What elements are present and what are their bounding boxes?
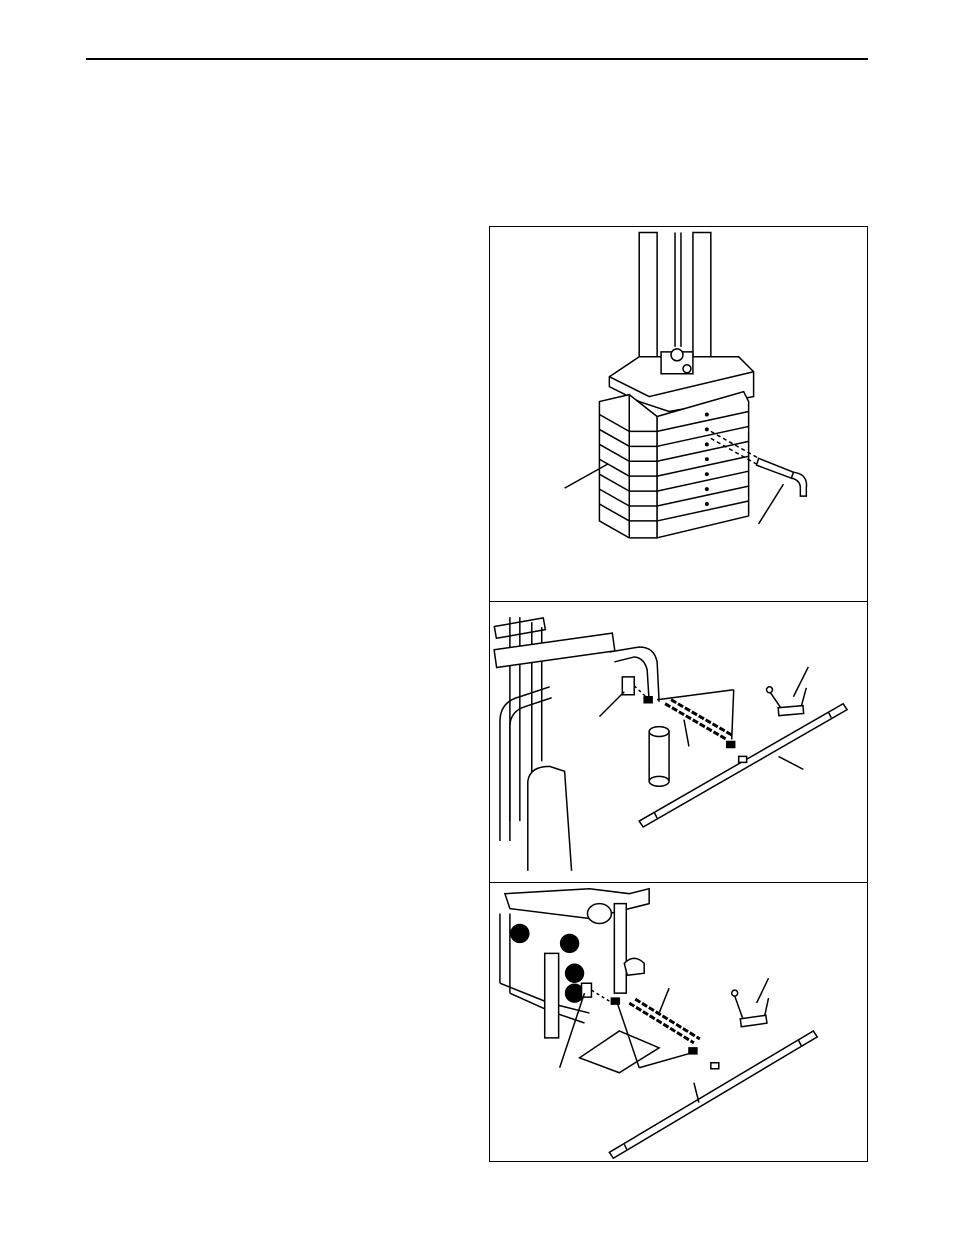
low-pulley-panel [490, 883, 867, 1161]
leader-clip-lower [732, 690, 734, 740]
leader-chain [659, 988, 669, 1013]
high-pulley-panel [490, 602, 867, 883]
leader-chain [684, 720, 689, 747]
chain [665, 700, 733, 740]
clip-upper [644, 697, 652, 703]
roller-pad [649, 727, 669, 787]
weight-plates [599, 392, 748, 538]
leader-clip-upper [657, 690, 734, 700]
assembly-figure [489, 226, 868, 1162]
chain [629, 999, 700, 1043]
weight-pin [757, 458, 807, 496]
leader-handle [757, 978, 769, 1003]
foot-plate [580, 1031, 660, 1073]
low-pulley-drawing [490, 883, 867, 1161]
handle [767, 687, 807, 716]
machine-frame [494, 617, 659, 841]
machine-frame [500, 889, 649, 1038]
clip-lower [727, 742, 735, 748]
lat-bar [639, 704, 847, 827]
leader-handle [793, 667, 808, 697]
high-pulley-drawing [490, 602, 867, 882]
handle [732, 990, 769, 1027]
seat-pad [528, 766, 572, 870]
weight-stack-panel [490, 227, 867, 602]
top-rule [86, 58, 868, 60]
leader-lat-bar [778, 756, 803, 769]
leader-weight-pin [759, 484, 784, 524]
weight-stack-drawing [490, 227, 867, 601]
cable-end [582, 983, 610, 1001]
leader-cable-end [599, 692, 624, 717]
leader-lat-bar [694, 1083, 699, 1103]
selector-cap [661, 349, 693, 374]
